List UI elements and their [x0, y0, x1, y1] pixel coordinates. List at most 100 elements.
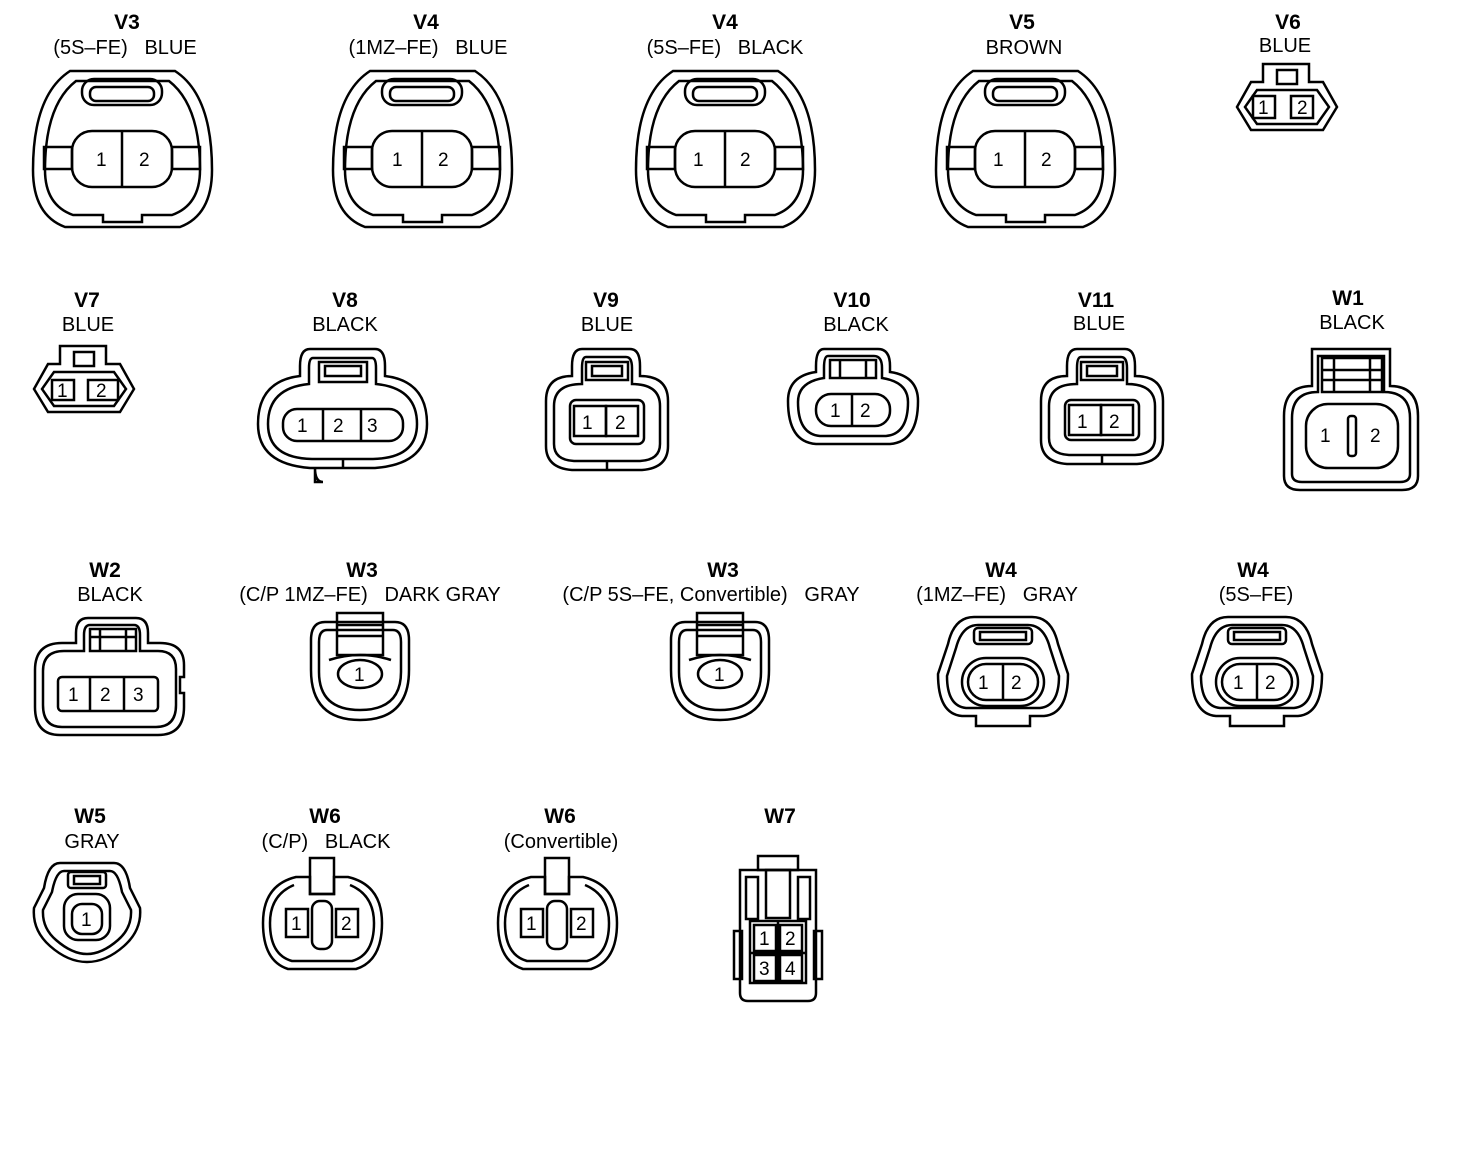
connector-v8-face: 1 2 3 [256, 347, 429, 484]
pin-2: 2 [438, 150, 449, 171]
pin-2: 2 [1109, 412, 1120, 433]
connector-code: V11 [1077, 289, 1115, 312]
connector-code: V6 [1275, 11, 1301, 34]
connector-code: W3 [707, 559, 739, 582]
pin-1: 1 [993, 150, 1004, 171]
connector-description: BLUE [61, 314, 115, 336]
pin-1: 1 [1258, 98, 1269, 119]
pin-1: 1 [714, 665, 725, 686]
pin-1: 1 [1233, 673, 1244, 694]
connector-w3-face: 1 [309, 611, 411, 722]
connector-description: (Convertible) [503, 831, 619, 853]
connector-code: W6 [309, 805, 341, 828]
connector-code: V7 [74, 289, 100, 312]
connector-description: (1MZ–FE) GRAY [916, 584, 1078, 606]
pin-2: 2 [785, 929, 796, 950]
pin-1: 1 [1077, 412, 1088, 433]
connector-w6-face: 1 2 [261, 856, 384, 971]
connector-code: V4 [712, 11, 738, 34]
pin-2: 2 [1297, 98, 1308, 119]
connector-w1-face: 1 2 [1282, 347, 1420, 492]
connector-description: (5S–FE) BLACK [646, 37, 804, 59]
pin-1: 1 [68, 685, 79, 706]
connector-code: W4 [985, 559, 1017, 582]
pin-2: 2 [740, 150, 751, 171]
connector-code: W3 [346, 559, 378, 582]
pin-1: 1 [693, 150, 704, 171]
connector-description: (C/P) BLACK [261, 831, 391, 853]
pin-2: 2 [1011, 673, 1022, 694]
connector-w2-face: 1 2 3 [33, 616, 186, 737]
connector-w4-face: 1 2 [1190, 615, 1324, 728]
connector-v6-face: 1 2 [1235, 62, 1339, 132]
pin-2: 2 [96, 381, 107, 402]
pin-2: 2 [1370, 426, 1381, 447]
pin-2: 2 [333, 416, 344, 437]
pin-2: 2 [139, 150, 150, 171]
pin-1: 1 [81, 910, 92, 931]
connector-v3-face: 1 2 [31, 69, 214, 229]
pin-2: 2 [615, 413, 626, 434]
pin-1: 1 [582, 413, 593, 434]
pin-2: 2 [100, 685, 111, 706]
pin-1: 1 [759, 929, 770, 950]
pin-1: 1 [830, 401, 841, 422]
connector-code: W2 [89, 559, 121, 582]
connector-description: GRAY [64, 831, 120, 853]
connector-description: BLUE [1258, 35, 1312, 57]
connector-w3-face: 1 [669, 611, 771, 722]
connector-description: (1MZ–FE) BLUE [348, 37, 508, 59]
pin-2: 2 [341, 914, 352, 935]
connector-description: (C/P 5S–FE, Convertible) GRAY [562, 584, 860, 606]
connector-description: (5S–FE) [1218, 584, 1294, 606]
connector-v4-face: 1 2 [634, 69, 817, 229]
connector-description: BLUE [580, 314, 634, 336]
pin-3: 3 [133, 685, 144, 706]
connector-v4-face: 1 2 [331, 69, 514, 229]
connector-description: BROWN [985, 37, 1063, 59]
connector-description: BLACK [77, 584, 143, 606]
pin-2: 2 [860, 401, 871, 422]
pin-1: 1 [1320, 426, 1331, 447]
connector-v11-face: 1 2 [1039, 347, 1165, 466]
connector-v10-face: 1 2 [786, 347, 920, 446]
pin-1: 1 [392, 150, 403, 171]
connector-w6-face: 1 2 [496, 856, 619, 971]
connector-code: W6 [544, 805, 576, 828]
connector-code: W4 [1237, 559, 1269, 582]
connector-w4-face: 1 2 [936, 615, 1070, 728]
pin-1: 1 [57, 381, 68, 402]
connector-code: V10 [833, 289, 871, 312]
connector-w7-face: 1 2 3 4 [732, 854, 824, 1003]
pin-1: 1 [297, 416, 308, 437]
pin-4: 4 [785, 959, 796, 980]
connector-v5-face: 1 2 [934, 69, 1117, 229]
connector-code: V8 [332, 289, 358, 312]
connector-code: V3 [114, 11, 140, 34]
pin-2: 2 [1265, 673, 1276, 694]
connector-description: BLACK [312, 314, 378, 336]
connector-v9-face: 1 2 [544, 347, 670, 472]
pin-1: 1 [96, 150, 107, 171]
connector-v7-face: 1 2 [32, 344, 136, 414]
connector-code: V9 [593, 289, 619, 312]
connector-description: BLUE [1072, 313, 1126, 335]
pin-1: 1 [978, 673, 989, 694]
connector-description: (5S–FE) BLUE [53, 37, 197, 59]
pin-3: 3 [759, 959, 770, 980]
connector-code: W1 [1332, 287, 1364, 310]
connector-code: W7 [764, 805, 796, 828]
pin-1: 1 [291, 914, 302, 935]
connector-code: V5 [1009, 11, 1035, 34]
connector-description: BLACK [1319, 312, 1385, 334]
pin-2: 2 [1041, 150, 1052, 171]
pin-1: 1 [526, 914, 537, 935]
pin-1: 1 [354, 665, 365, 686]
connector-description: (C/P 1MZ–FE) DARK GRAY [239, 584, 501, 606]
pin-3: 3 [367, 416, 378, 437]
connector-w5-face: 1 [32, 861, 142, 964]
pin-2: 2 [576, 914, 587, 935]
connector-code: V4 [413, 11, 439, 34]
connector-description: BLACK [823, 314, 889, 336]
connector-code: W5 [74, 805, 106, 828]
